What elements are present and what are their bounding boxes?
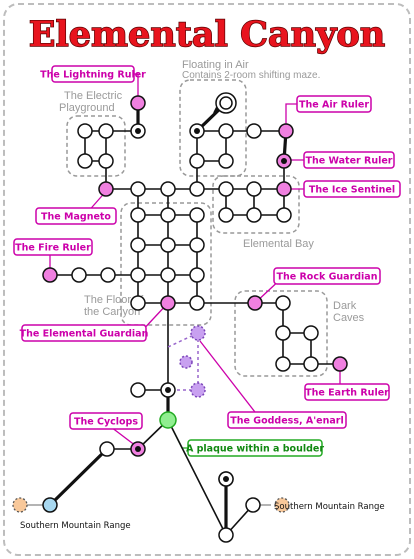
svg-text:The Goddess, A'enarl: The Goddess, A'enarl xyxy=(230,416,343,427)
callout-cyclops: The Cyclops xyxy=(69,412,143,430)
zone-label-dark-1: Dark xyxy=(333,300,357,312)
transit-node-lightning xyxy=(130,123,146,139)
svg-text:The Water Ruler: The Water Ruler xyxy=(306,156,393,167)
node-earth-ruler xyxy=(332,356,348,372)
callout-air-ruler: The Air Ruler xyxy=(296,95,372,113)
shifting-maze-node xyxy=(213,92,237,114)
node-lightning-ruler xyxy=(130,95,146,111)
node-elemental-guardian xyxy=(160,295,176,311)
exit-orange-right xyxy=(274,497,290,513)
node-ice-sentinel xyxy=(276,181,292,197)
svg-text:The Cyclops: The Cyclops xyxy=(74,417,138,428)
boss-nodes xyxy=(42,95,348,457)
transit-nodes xyxy=(130,123,234,487)
callout-ice-sentinel: The Ice Sentinel xyxy=(303,180,401,198)
map-title: Elemental Canyon xyxy=(29,14,385,55)
callout-lightning-ruler: The Lightning Ruler xyxy=(40,65,146,83)
zone-label-floating-in-air: Floating in Air xyxy=(182,59,249,71)
node-rock-guardian xyxy=(247,295,263,311)
zone-elemental-bay xyxy=(212,175,300,234)
callout-magneto: The Magneto xyxy=(35,207,117,225)
svg-text:The Ice Sentinel: The Ice Sentinel xyxy=(309,185,395,196)
callout-goddess: The Goddess, A'enarl xyxy=(227,411,347,429)
transit-node-south-2 xyxy=(218,471,234,487)
zone-label-electric-2: Playground xyxy=(59,102,115,114)
callout-fire-ruler: The Fire Ruler xyxy=(13,238,93,256)
zone-electric-playground xyxy=(66,115,126,177)
zone-label-electric-1: The Electric xyxy=(64,90,123,102)
zone-label-floating-note: Contains 2-room shifting maze. xyxy=(182,70,320,81)
zone-floating-in-air xyxy=(179,79,247,177)
svg-text:The Lightning Ruler: The Lightning Ruler xyxy=(40,70,146,81)
svg-text:The Rock Guardian: The Rock Guardian xyxy=(277,272,378,283)
node-fire-ruler xyxy=(42,267,58,283)
callout-elemental-guardian: The Elemental Guardian xyxy=(20,324,149,342)
exit-blue-left xyxy=(42,497,58,513)
svg-text:The Earth Ruler: The Earth Ruler xyxy=(305,388,389,399)
svg-text:The Air Ruler: The Air Ruler xyxy=(299,100,369,111)
zone-label-floor-1: The Floor of xyxy=(84,294,144,306)
callout-water-ruler: The Water Ruler xyxy=(303,151,395,169)
goddess-nodes xyxy=(179,325,206,398)
callout-earth-ruler: The Earth Ruler xyxy=(304,383,390,401)
room-nodes xyxy=(71,123,319,543)
exit-orange-left xyxy=(12,497,28,513)
leader-goddess xyxy=(199,340,259,417)
transit-node-air xyxy=(189,123,205,139)
zone-label-dark-2: Caves xyxy=(333,312,365,324)
svg-text:The Elemental Guardian: The Elemental Guardian xyxy=(20,329,149,340)
zone-label-floor-2: the Canyon xyxy=(84,306,140,318)
exit-label-south-left: Southern Mountain Range xyxy=(20,521,131,531)
zone-label-elemental-bay: Elemental Bay xyxy=(243,238,314,250)
boss-callouts: The Lightning Ruler The Air Ruler The Wa… xyxy=(13,65,401,430)
zone-floor-of-canyon xyxy=(120,202,212,326)
zone-dark-caves xyxy=(234,290,328,377)
exit-label-south-right: Southern Mountain Range xyxy=(274,502,385,512)
node-magneto xyxy=(98,181,114,197)
transit-node-south-1 xyxy=(160,382,176,398)
svg-text:The Magneto: The Magneto xyxy=(41,212,111,223)
callout-plaque: A plaque within a boulder xyxy=(186,439,324,457)
svg-text:A plaque within a boulder: A plaque within a boulder xyxy=(186,444,324,455)
node-plaque xyxy=(159,411,177,429)
callout-rock-guardian: The Rock Guardian xyxy=(273,267,381,285)
svg-text:The Fire Ruler: The Fire Ruler xyxy=(15,243,91,254)
node-air-ruler xyxy=(278,123,294,139)
